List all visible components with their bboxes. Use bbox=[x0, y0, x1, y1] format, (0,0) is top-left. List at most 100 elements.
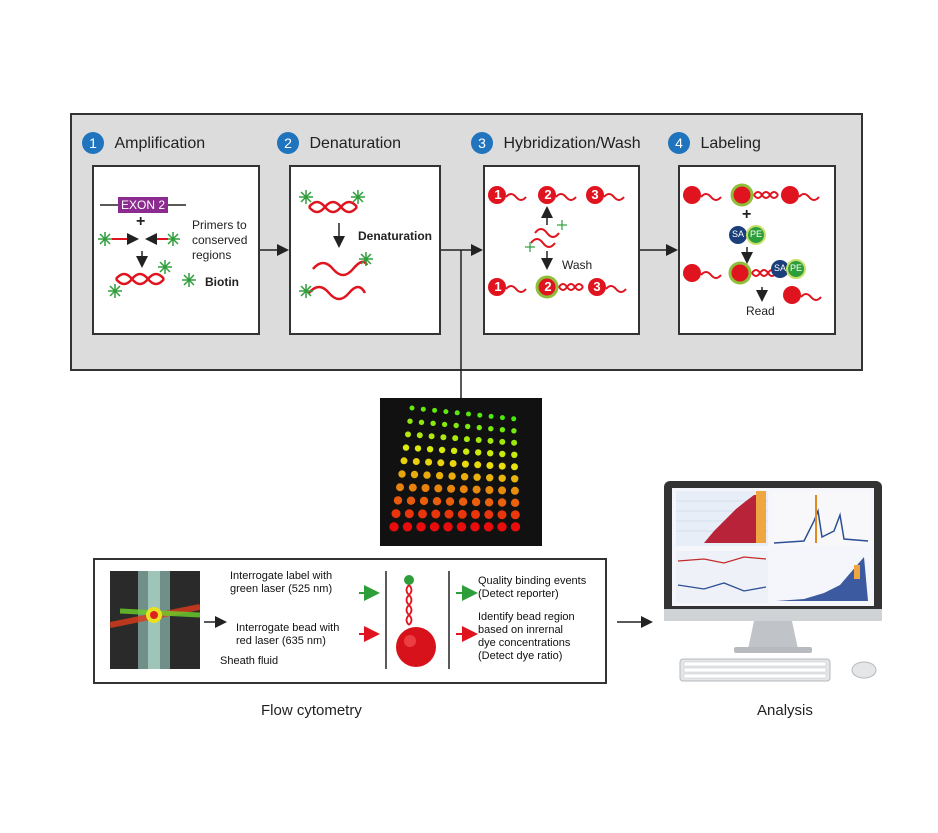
bead-dot bbox=[511, 475, 519, 483]
computer-illustration bbox=[664, 481, 882, 682]
amplification-box bbox=[92, 165, 260, 335]
bead-dot bbox=[396, 483, 404, 492]
bead-dot bbox=[465, 423, 471, 430]
bead-dot bbox=[488, 426, 494, 432]
biotin-star-helix-right bbox=[158, 260, 172, 274]
sa-label-bound: SA bbox=[773, 263, 786, 273]
step-3-title: 3 Hybridization/Wash bbox=[471, 132, 641, 154]
bead-dot bbox=[498, 462, 506, 470]
step-2-label: Denaturation bbox=[309, 135, 402, 152]
bead-dot bbox=[416, 432, 423, 439]
bead-dot bbox=[447, 484, 456, 493]
green-laser-text: Interrogate label with green laser (525 … bbox=[230, 570, 332, 596]
bead-dot bbox=[402, 444, 410, 451]
bead-dot bbox=[418, 509, 427, 519]
bead-dot bbox=[408, 483, 417, 492]
bead-dot bbox=[460, 473, 469, 481]
bead-dot bbox=[486, 462, 494, 469]
primers-line-2: conserved bbox=[192, 233, 248, 247]
bead-dot bbox=[402, 522, 413, 532]
bead-dot bbox=[510, 498, 520, 507]
bead-dot bbox=[449, 460, 457, 467]
red-laser-line-1: Interrogate bead with bbox=[236, 622, 340, 634]
identify-line-4: (Detect dye ratio) bbox=[478, 650, 563, 662]
bead-dot bbox=[444, 509, 454, 519]
biotin-star-helix-left bbox=[108, 284, 122, 298]
bead-dot bbox=[453, 422, 459, 429]
red-laser-line-2: red laser (635 nm) bbox=[236, 635, 326, 647]
hyb-bead-3-bottom: 3 bbox=[593, 279, 601, 294]
hyb-bead-2-bottom: 2 bbox=[544, 279, 552, 294]
step-4-title: 4 Labeling bbox=[668, 132, 761, 154]
primers-line-1: Primers to bbox=[192, 218, 247, 232]
identify-line-3: dye concentrations bbox=[478, 637, 571, 649]
bead-array-background bbox=[380, 398, 542, 546]
bead-dot bbox=[452, 435, 459, 442]
bead-dot bbox=[510, 510, 520, 520]
bead-dot bbox=[418, 419, 425, 425]
exon-label: EXON 2 bbox=[120, 198, 165, 212]
flow-cytometry-caption: Flow cytometry bbox=[261, 702, 362, 719]
bead-dot bbox=[435, 471, 444, 480]
bead-dot bbox=[457, 509, 467, 519]
bead-dot bbox=[474, 461, 482, 469]
exon-box bbox=[118, 197, 168, 213]
bead-dot bbox=[498, 474, 506, 482]
bead-dot bbox=[486, 474, 494, 482]
bead-dot bbox=[458, 497, 468, 506]
bead-dot bbox=[454, 410, 460, 416]
quality-line-2: (Detect reporter) bbox=[478, 588, 559, 600]
bead-dot bbox=[466, 411, 471, 417]
primer-star-right bbox=[166, 232, 180, 246]
bead-dot bbox=[511, 451, 518, 458]
step-4-label: Labeling bbox=[700, 135, 761, 152]
quality-line-1: Quality binding events bbox=[478, 575, 587, 587]
analysis-caption: Analysis bbox=[757, 702, 813, 719]
bead-dot bbox=[475, 449, 482, 456]
bead-dot bbox=[450, 447, 458, 454]
bead-dot bbox=[412, 458, 420, 465]
step-3-number: 3 bbox=[471, 132, 493, 154]
primer-star-left bbox=[98, 232, 112, 246]
bead-dot bbox=[497, 510, 507, 520]
bead-dot bbox=[405, 431, 411, 438]
step-2-number: 2 bbox=[277, 132, 299, 154]
pe-label-bound: PE bbox=[789, 263, 802, 273]
bead-dot bbox=[432, 497, 442, 506]
bead-dot bbox=[498, 486, 507, 495]
bead-dot bbox=[416, 522, 426, 532]
bead-dot bbox=[499, 427, 506, 433]
bead-dot bbox=[511, 428, 517, 434]
primers-line-3: regions bbox=[192, 248, 232, 262]
hybridization-diagram bbox=[488, 186, 627, 299]
bead-dot bbox=[470, 522, 480, 532]
bead-dot bbox=[473, 473, 481, 481]
step-1-title: 1 Amplification bbox=[82, 132, 205, 154]
bead-dot bbox=[488, 413, 494, 419]
bead-dot bbox=[406, 496, 416, 505]
bead-dot bbox=[443, 522, 453, 532]
bead-dot bbox=[497, 522, 507, 532]
step-1-number: 1 bbox=[82, 132, 104, 154]
bead-dot bbox=[499, 438, 506, 445]
bead-dot bbox=[485, 486, 494, 494]
bead-dot bbox=[437, 459, 445, 467]
bead-dot bbox=[510, 522, 521, 532]
denaturation-diagram bbox=[299, 190, 373, 301]
step-4-number: 4 bbox=[668, 132, 690, 154]
identify-text: Identify bead region based on inrernal d… bbox=[478, 611, 575, 663]
primers-text: Primers to conserved regions bbox=[192, 218, 247, 263]
bead-dot bbox=[425, 458, 433, 466]
bead-dot bbox=[456, 522, 467, 532]
labeling-plus: + bbox=[742, 206, 752, 223]
sheath-fluid-text: Sheath fluid bbox=[220, 655, 279, 667]
bead-dot bbox=[389, 522, 399, 532]
bead-dot bbox=[463, 436, 470, 443]
denaturation-label: Denaturation bbox=[358, 229, 433, 243]
bead-dot bbox=[419, 496, 429, 506]
flow-arrows bbox=[204, 571, 478, 669]
bead-dot bbox=[511, 463, 518, 471]
bead-dot bbox=[463, 448, 470, 455]
bead-dot bbox=[483, 522, 494, 532]
